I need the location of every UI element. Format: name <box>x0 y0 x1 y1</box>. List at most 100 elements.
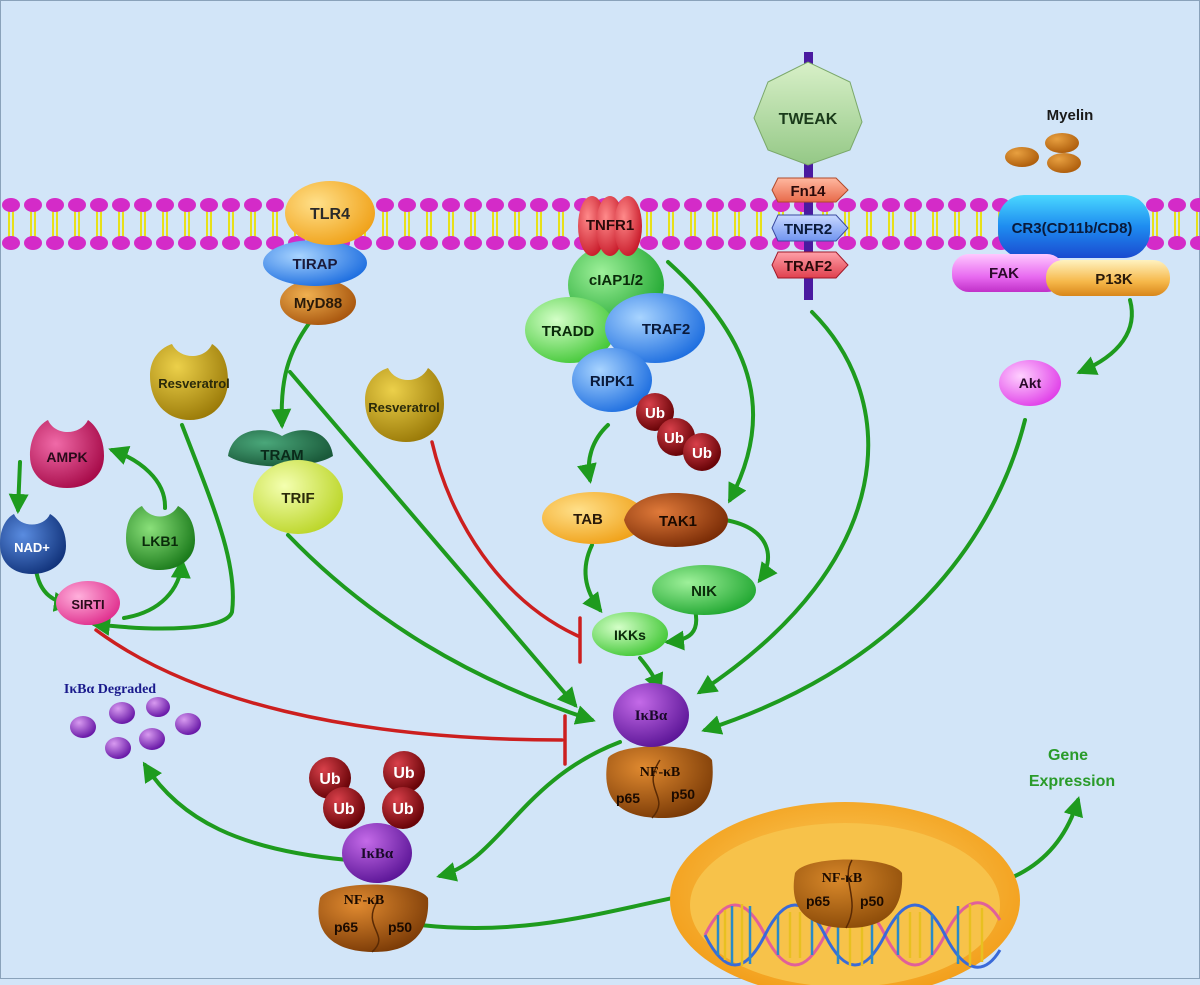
inhibition-lines <box>94 440 582 766</box>
tak1-shape <box>624 493 728 547</box>
traf2-complex-shape <box>605 293 705 363</box>
ikks-label: IKKs <box>614 627 646 643</box>
arrow-p13k-to-akt <box>1076 298 1134 375</box>
arrow-akt-to-ikba <box>701 418 1027 735</box>
cr3-label: CR3(CD11b/CD8) <box>1012 220 1133 237</box>
tram-label: TRAM <box>260 447 303 464</box>
tram-trif-complex: TRAM TRIF <box>228 430 343 534</box>
gene-expression: Gene Expression <box>1029 747 1115 790</box>
lkb1-shape <box>126 506 195 570</box>
tradd-label: TRADD <box>542 323 595 340</box>
ub-circle <box>383 751 425 793</box>
ub-circle <box>636 393 674 431</box>
nfkb-nuclear-divider <box>845 859 853 929</box>
resveratrol-left-label: Resveratrol <box>158 376 230 391</box>
cr3-complex: CR3(CD11b/CD8) FAK P13K <box>952 195 1170 296</box>
nad-node: NAD+ <box>0 514 66 574</box>
tak1-label: TAK1 <box>659 513 697 530</box>
arrow-tab-to-ikks <box>582 543 603 614</box>
tab-shape <box>542 492 646 544</box>
tirap-label: TIRAP <box>293 256 338 273</box>
cr3-shape <box>998 195 1150 258</box>
degraded-fragment <box>109 702 135 724</box>
ampk-node: AMPK <box>30 420 104 488</box>
arrow-sirt1-to-lkb1 <box>122 558 191 620</box>
sirt1-shape <box>56 581 120 625</box>
degraded-fragment <box>175 713 201 735</box>
arrow-tweak-to-ikba <box>696 310 871 695</box>
resveratrol-left: Resveratrol <box>150 344 230 420</box>
ripk1-shape <box>572 348 652 412</box>
lkb1-node: LKB1 <box>126 506 195 570</box>
nik-node: NIK <box>652 565 756 615</box>
tirap-shape <box>263 240 367 286</box>
ikks-shape <box>592 612 668 656</box>
tradd-shape <box>525 297 615 363</box>
nfkb-bottom-shape <box>318 884 429 952</box>
myd88-shape <box>280 279 356 325</box>
nfkb-nuclear-shape <box>793 859 903 928</box>
arrow-myd88-to-ikba <box>288 370 578 709</box>
nfkb-main-label: NF-κB <box>640 765 680 780</box>
p65-main-label: p65 <box>616 790 640 806</box>
ub-label: Ub <box>333 801 355 818</box>
resveratrol-middle-shape <box>365 368 444 442</box>
ikba-main-shape <box>613 683 689 747</box>
degraded-fragment <box>146 697 170 717</box>
arrow-resveratrol-to-sirt1 <box>90 423 235 636</box>
p65-nuclear-label: p65 <box>806 893 830 909</box>
p50-nuclear-label: p50 <box>860 893 884 909</box>
tweak-receptor: TWEAK Fn14 TNFR2 TRAF2 <box>753 52 863 300</box>
nucleus: NF-κB p65 p50 <box>670 802 1020 985</box>
tlr4-complex: TLR4 TIRAP MyD88 <box>263 181 375 325</box>
myelin-label: Myelin <box>1047 107 1094 124</box>
ikba-nfkb-complex-main: IκBα NF-κB p65 p50 <box>606 683 713 819</box>
fn14-shape <box>771 177 849 203</box>
fn14-label: Fn14 <box>790 183 826 200</box>
ripk1-label: RIPK1 <box>590 373 634 390</box>
p50-main-label: p50 <box>671 786 695 802</box>
ikba-bottom-label: IκBα <box>361 846 394 862</box>
fak-label: FAK <box>989 265 1019 282</box>
akt-node: Akt <box>999 360 1061 406</box>
myelin-particle <box>1045 133 1079 153</box>
tnfr2-shape <box>771 214 849 242</box>
p50-bottom-label: p50 <box>388 919 412 935</box>
lkb1-label: LKB1 <box>142 533 179 549</box>
activation-arrows <box>8 260 1134 930</box>
nfkb-main-divider <box>651 759 661 819</box>
nfkb-bottom-label: NF-κB <box>344 893 384 908</box>
nfkb-nuclear-label: NF-κB <box>822 871 862 886</box>
resveratrol-middle-label: Resveratrol <box>368 400 440 415</box>
nad-shape <box>0 514 66 574</box>
nfkb-bottom-divider <box>371 899 380 953</box>
akt-shape <box>999 360 1061 406</box>
inhibit-resveratrol-ikks <box>430 440 580 638</box>
ub-chain-ripk1: Ub Ub Ub <box>636 393 721 471</box>
ub-ikba-nfkb-complex: Ub Ub Ub Ub IκBα NF-κB p65 p50 <box>309 751 429 953</box>
akt-label: Akt <box>1019 375 1042 391</box>
ub-circle <box>382 787 424 829</box>
resveratrol-middle: Resveratrol <box>365 368 444 442</box>
tnfr2-label: TNFR2 <box>784 221 832 238</box>
tweak-label: TWEAK <box>779 111 838 128</box>
ub-label: Ub <box>664 430 684 447</box>
ikba-bottom-shape <box>342 823 412 883</box>
myelin-group: Myelin <box>1005 107 1093 173</box>
ciap-label: cIAP1/2 <box>589 272 643 289</box>
p13k-label: P13K <box>1095 271 1133 288</box>
tram-shape <box>228 430 333 467</box>
nfkb-main-shape <box>606 746 713 818</box>
ub-label: Ub <box>319 771 341 788</box>
fak-shape <box>952 254 1064 292</box>
trif-label: TRIF <box>281 490 314 507</box>
arrow-ripk1-to-tab <box>577 423 610 484</box>
arrow-to-ikba-degraded <box>142 761 350 862</box>
arrow-trif-to-ikba <box>286 533 596 725</box>
p65-bottom-label: p65 <box>334 919 358 935</box>
nik-label: NIK <box>691 583 717 600</box>
ub-label: Ub <box>692 445 712 462</box>
receptor-stalk <box>804 52 813 300</box>
